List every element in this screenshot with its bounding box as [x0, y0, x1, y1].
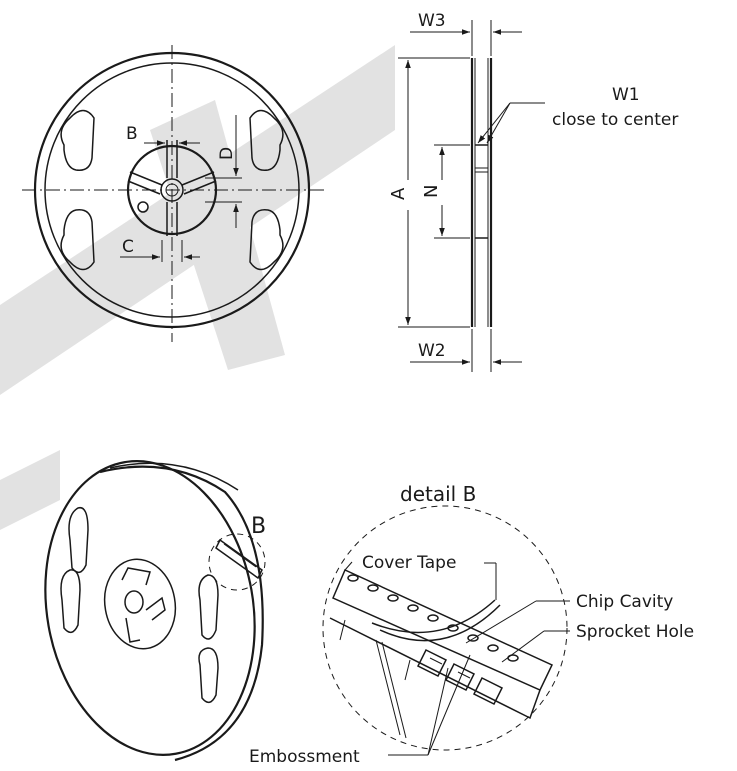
dim-w1-label: W1 [612, 85, 640, 105]
watermark [0, 45, 395, 530]
dim-b-label: B [126, 124, 138, 144]
dim-d-label: D [217, 147, 237, 160]
detail-b-marker: B [251, 514, 266, 539]
reel-front-view [22, 45, 325, 342]
dim-w2-label: W2 [418, 341, 446, 361]
dim-n-label: N [421, 185, 442, 198]
detail-b-view [322, 505, 570, 756]
detail-title: detail B [400, 482, 476, 506]
dim-w3-label: W3 [418, 11, 446, 31]
sprocket-hole-label: Sprocket Hole [576, 622, 694, 642]
cover-tape-label: Cover Tape [362, 553, 456, 573]
embossment-label: Embossment [249, 747, 360, 767]
w1-note: close to center [552, 110, 678, 130]
reel-isometric-view [44, 460, 266, 762]
reel-side-view [398, 20, 545, 372]
dim-c-label: C [122, 237, 134, 257]
chip-cavity-label: Chip Cavity [576, 592, 673, 612]
dim-a-label: A [388, 187, 409, 200]
